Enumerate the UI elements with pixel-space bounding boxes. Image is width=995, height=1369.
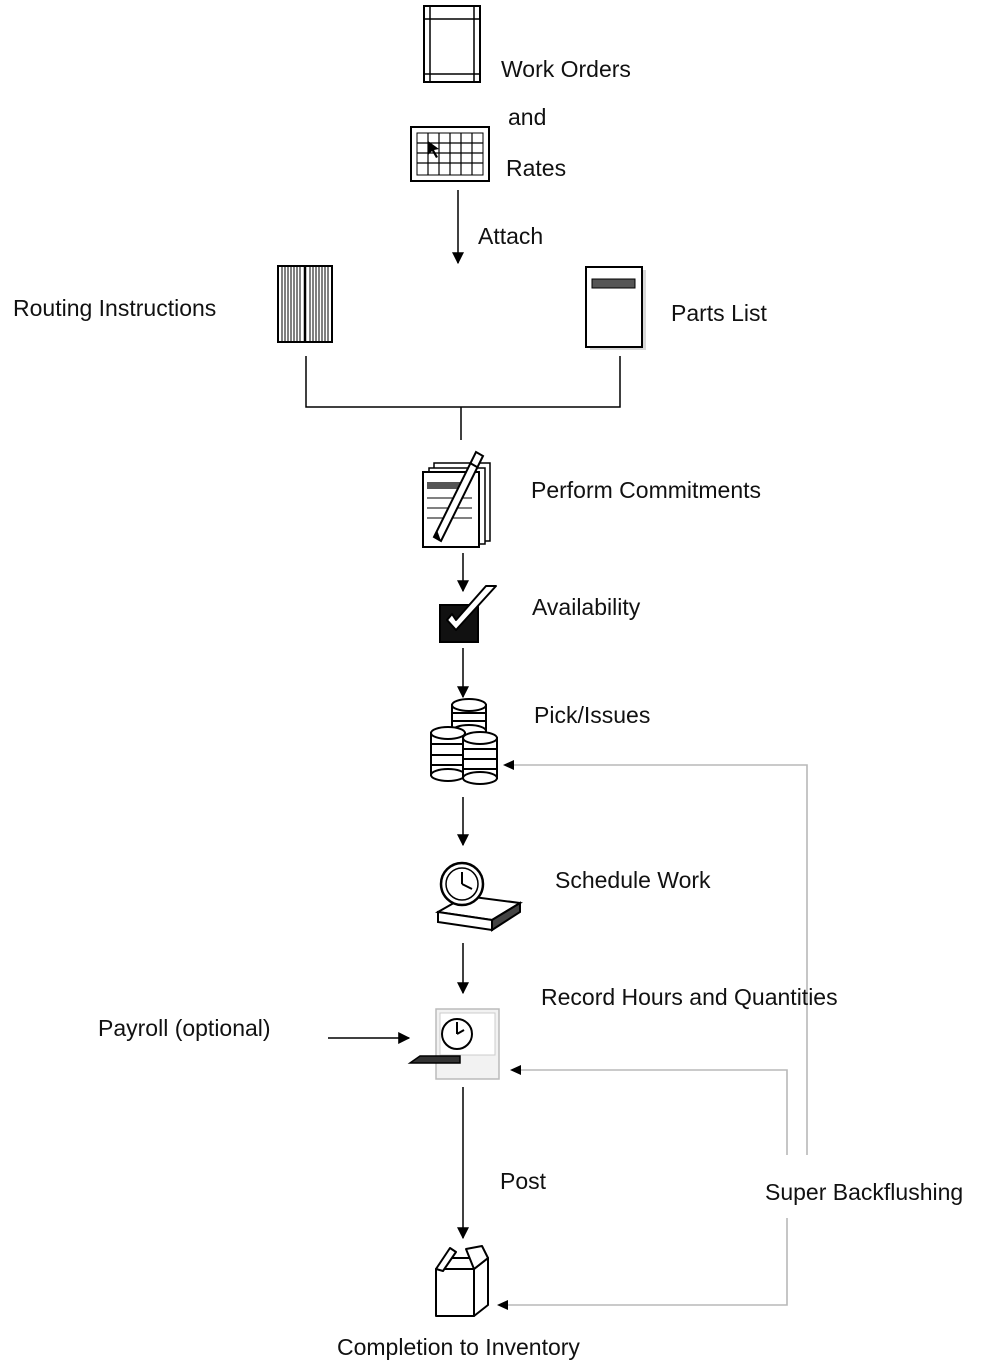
schedule-work-icon [434, 861, 523, 932]
work-order-icon [423, 5, 481, 83]
availability-label: Availability [532, 594, 641, 620]
post-label: Post [500, 1168, 547, 1194]
merge-connector [305, 356, 621, 440]
routing-instructions-icon [277, 265, 333, 343]
parts-list-icon [585, 266, 646, 350]
routing-instructions-label: Routing Instructions [13, 295, 217, 321]
perform-commitments-label: Perform Commitments [531, 477, 762, 503]
pick-issues-icon [430, 698, 498, 785]
payroll-label: Payroll (optional) [98, 1015, 271, 1041]
schedule-work-label: Schedule Work [555, 867, 711, 893]
record-hours-label: Record Hours and Quantities [541, 984, 838, 1010]
completion-to-inventory-label: Completion to Inventory [337, 1334, 580, 1360]
super-backflushing-lines [508, 764, 808, 1306]
and-label: and [508, 104, 547, 130]
work-orders-label: Work Orders [501, 56, 631, 82]
perform-commitments-icon [422, 450, 491, 548]
super-backflushing-label: Super Backflushing [765, 1179, 964, 1205]
time-clock-icon [407, 1008, 500, 1080]
rates-label: Rates [506, 155, 567, 181]
completion-box-icon [435, 1245, 489, 1317]
pick-issues-label: Pick/Issues [534, 702, 651, 728]
availability-check-icon [439, 585, 497, 643]
attach-label: Attach [478, 223, 544, 249]
parts-list-label: Parts List [671, 300, 767, 326]
rates-grid-icon [410, 126, 490, 182]
